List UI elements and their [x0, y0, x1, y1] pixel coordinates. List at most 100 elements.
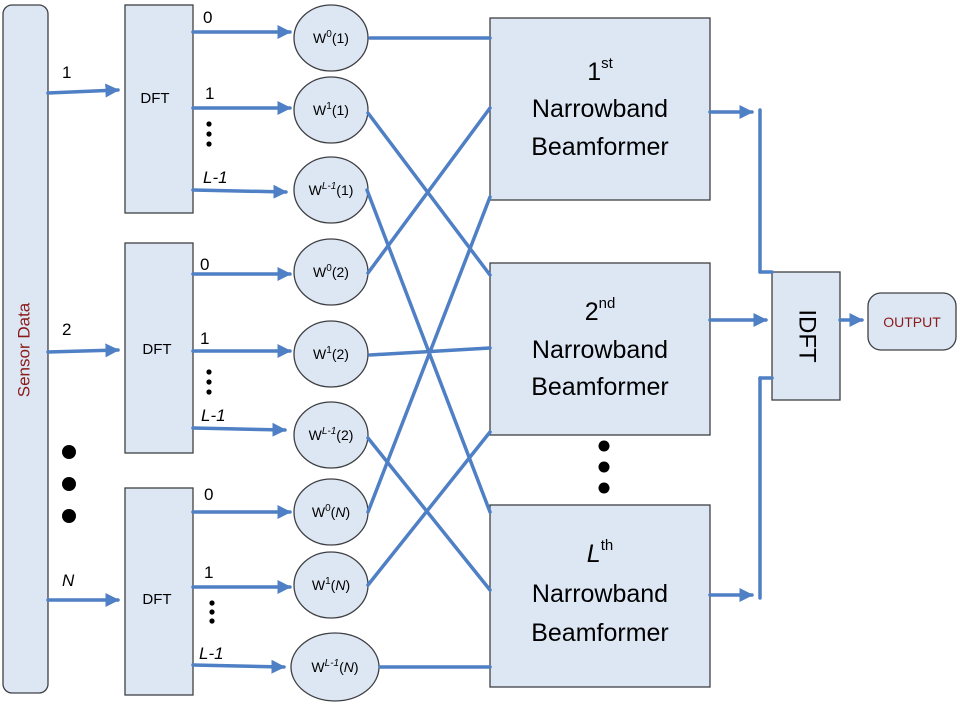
weight-argument: 1 — [336, 30, 344, 46]
beamformer-block-1 — [489, 17, 711, 201]
beamformer-index-1: 1 — [587, 58, 601, 86]
beamformer-index-2: 2 — [585, 298, 599, 326]
bin-label-1-L: L-1 — [203, 168, 228, 187]
beamformer-line2-3: Beamformer — [531, 619, 669, 647]
weight-label: WL-1(N) — [311, 658, 358, 675]
beamformer-line2-1: Beamformer — [531, 133, 669, 161]
weight-node-3: WL-1(1) — [293, 156, 369, 224]
weight-node-5: W1(2) — [293, 320, 369, 388]
weight-paren-close: ) — [349, 427, 354, 443]
svg-text:2nd: 2nd — [585, 295, 616, 326]
weight-paren-open: ( — [332, 346, 337, 362]
bin-label-2-0: 0 — [200, 255, 209, 274]
weight-paren-close: ) — [344, 264, 349, 280]
weight-paren-open: ( — [336, 182, 341, 198]
weight-argument: 2 — [336, 264, 344, 280]
svg-text:1st: 1st — [587, 55, 613, 86]
sensor-input-label-2: 2 — [62, 320, 71, 339]
weight-label: WL-1(1) — [309, 181, 354, 198]
weight-circle — [293, 4, 369, 72]
weight-base: W — [311, 659, 325, 675]
weight-superscript: L-1 — [325, 658, 339, 669]
weight-superscript: L-1 — [322, 426, 336, 437]
weight-paren-close: ) — [344, 30, 349, 46]
weight-paren-open: ( — [336, 427, 341, 443]
weight-base: W — [313, 346, 327, 362]
bin-label-3-0: 0 — [204, 485, 213, 504]
weight-base: W — [313, 102, 327, 118]
beamformer-suffix-1: st — [601, 55, 614, 72]
weight-base: W — [313, 30, 327, 46]
beamformer-suffix-2: nd — [599, 295, 616, 312]
weight-argument: N — [335, 577, 346, 593]
weight-node-9: WL-1(N) — [290, 632, 380, 702]
weight-base: W — [312, 504, 326, 520]
weight-node-6: WL-1(2) — [293, 401, 369, 469]
cross-wire-4 — [366, 106, 492, 275]
weight-argument: 1 — [341, 182, 349, 198]
bin-label-2-L: L-1 — [201, 406, 226, 425]
weight-superscript: 1 — [326, 101, 332, 112]
bin-label-1-1: 1 — [205, 84, 214, 103]
weight-superscript: 0 — [326, 29, 332, 40]
beamformer-label-2: 2nd Narrowband Beamformer — [531, 295, 669, 401]
weight-label: W1(2) — [313, 345, 349, 362]
weight-superscript: L-1 — [322, 181, 336, 192]
weight-paren-open: ( — [331, 577, 336, 593]
weight-circle — [293, 401, 369, 469]
weight-label: W1(N) — [312, 576, 350, 593]
weight-paren-open: ( — [332, 102, 337, 118]
weight-argument: 2 — [336, 346, 344, 362]
weight-argument: 2 — [341, 427, 349, 443]
weight-superscript: 0 — [326, 263, 332, 274]
beamformer-label-3: Lth Narrowband Beamformer — [531, 537, 669, 647]
dft-label-3: DFT — [142, 591, 171, 608]
beamformer-block-2 — [489, 262, 711, 436]
weight-argument: N — [335, 504, 346, 520]
beamformer-block-3 — [489, 504, 711, 688]
bin-label-3-L: L-1 — [199, 644, 224, 663]
weight-circle — [293, 320, 369, 388]
weight-paren-close: ) — [345, 504, 350, 520]
dft-block-1 — [124, 4, 194, 214]
bin-wire-3-L — [191, 659, 286, 674]
dft-block-2 — [124, 242, 194, 454]
sensor-input-label-3: N — [62, 571, 75, 590]
beamformer-label-1: 1st Narrowband Beamformer — [531, 55, 669, 161]
weight-circle — [293, 76, 369, 144]
weight-label: WL-1(2) — [309, 426, 354, 443]
idft-label: IDFT — [794, 309, 821, 363]
weight-node-1: W0(1) — [293, 4, 369, 72]
beamformer-line1-1: Narrowband — [532, 95, 668, 123]
weight-paren-close: ) — [345, 577, 350, 593]
ellipsis-dft-2 — [206, 369, 212, 395]
beamformer-suffix-3: th — [601, 537, 614, 554]
bin-wire-1-L — [191, 184, 288, 199]
dft-block-3 — [124, 487, 194, 696]
idft-block — [771, 271, 841, 401]
weight-base: W — [309, 182, 323, 198]
weight-argument: N — [344, 659, 355, 675]
weight-node-7: W0(N) — [293, 478, 369, 546]
beamformer-line1-3: Narrowband — [532, 580, 668, 608]
dft-label-2: DFT — [142, 341, 171, 358]
sensor-data-label: Sensor Data — [14, 302, 33, 397]
weight-paren-open: ( — [332, 30, 337, 46]
sensor-input-label-1: 1 — [62, 63, 71, 82]
bin-label-3-1: 1 — [204, 563, 213, 582]
dft-label-1: DFT — [140, 90, 169, 107]
beamformer-line1-2: Narrowband — [532, 336, 668, 364]
weight-superscript: 1 — [325, 576, 331, 587]
weight-base: W — [312, 577, 326, 593]
bin-label-1-0: 0 — [203, 8, 212, 27]
cross-wire-8 — [366, 430, 492, 587]
ellipsis-dft-1 — [206, 121, 212, 147]
weight-node-8: W1(N) — [293, 551, 369, 619]
weight-circles: W0(1)W1(1)WL-1(1)W0(2)W1(2)WL-1(2)W0(N)W… — [290, 4, 380, 702]
ellipsis-sensors — [62, 445, 76, 523]
weight-label: W1(1) — [313, 101, 349, 118]
weight-paren-close: ) — [354, 659, 359, 675]
sensor-wire-2 — [46, 343, 120, 358]
output-block — [867, 292, 957, 351]
